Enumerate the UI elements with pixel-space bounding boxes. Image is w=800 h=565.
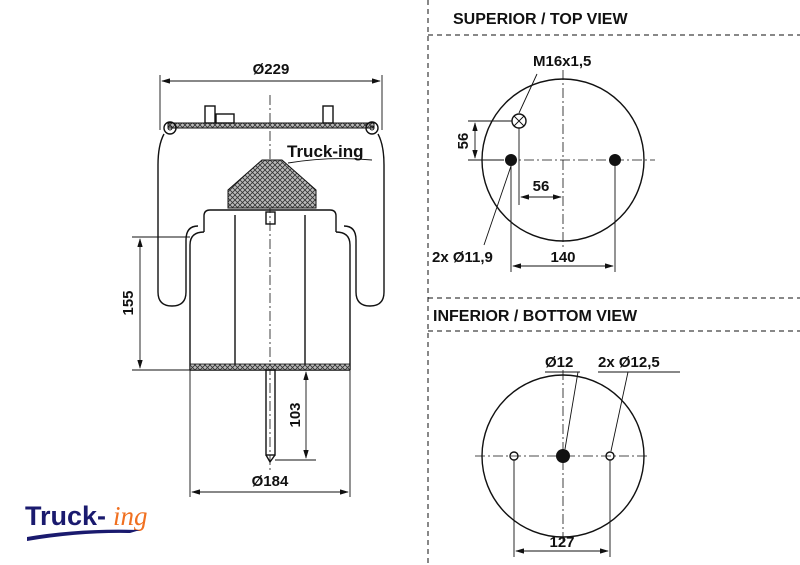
dim-stud-103: 103 [287,402,304,427]
logo-accent-text: ing [113,501,148,531]
center-hole [556,449,570,463]
truck-ing-logo: Truck- ing [25,501,148,541]
watermark-text: Truck-ing [287,142,364,161]
dim-spacing-140: 140 [550,249,575,266]
logo-main-text: Truck- [25,501,106,531]
top-view-title: SUPERIOR / TOP VIEW [453,11,628,28]
air-spring-side-view: Truck-ing [157,95,385,470]
top-view: SUPERIOR / TOP VIEW M16x1,5 56 56 2x Ø11… [432,11,655,272]
dim-bottom-diameter: Ø184 [252,473,289,490]
bottom-holes-label: 2x Ø12,5 [598,354,660,371]
bottom-view: INFERIOR / BOTTOM VIEW Ø12 2x Ø12,5 127 [433,308,680,557]
holes-label: 2x Ø11,9 [432,249,493,266]
thread-label: M16x1,5 [533,53,591,70]
mount-hole-left [505,154,517,166]
dim-spacing-127: 127 [549,534,574,551]
side-view-dimensions: Ø229 155 103 Ø184 [120,61,383,497]
dim-offset-horizontal: 56 [533,178,550,195]
mount-hole-right [609,154,621,166]
bottom-view-title: INFERIOR / BOTTOM VIEW [433,308,638,325]
section-dividers [427,0,800,565]
center-hole-label: Ø12 [545,354,573,371]
dim-offset-vertical: 56 [455,133,472,150]
dim-top-diameter: Ø229 [253,61,290,78]
dim-height-155: 155 [120,290,137,315]
